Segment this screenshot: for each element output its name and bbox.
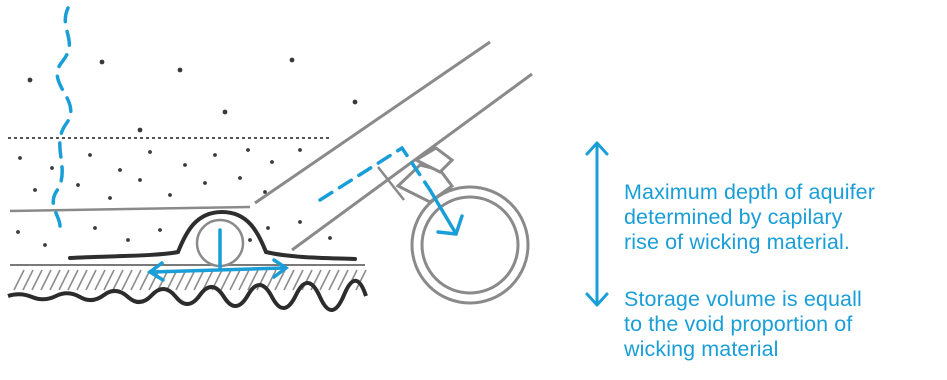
inlet-pipe-upper-line [254,40,491,205]
depth-double-arrow-icon [585,141,609,307]
caption-line: Maximum depth of aquifer [624,180,875,204]
caption-line: to the void proportion of [624,312,853,336]
base-layer-hatching [13,269,367,291]
lateral-spread-arrows-icon [146,228,290,282]
outflow-arrow-icon [428,188,464,236]
caption-line: determined by capilary [624,205,843,229]
storage-volume-caption: Storage volume is equall to the void pro… [624,287,862,362]
inlet-pipe-inner-edge [377,166,405,201]
large-outlet-pipe [410,185,530,305]
soil-dots [16,57,358,247]
caption-line: Storage volume is equall [624,287,862,311]
caption-line: wicking material [624,337,779,361]
wicking-layer-top-line [9,205,251,213]
inlet-flow-dashed-line [318,145,432,202]
aquifer-depth-caption: Maximum depth of aquifer determined by c… [624,180,875,255]
liner-membrane [68,209,357,261]
capillary-rise-dashed-line [51,6,73,228]
ground-line [7,278,368,312]
caption-line: rise of wicking material. [624,230,850,254]
